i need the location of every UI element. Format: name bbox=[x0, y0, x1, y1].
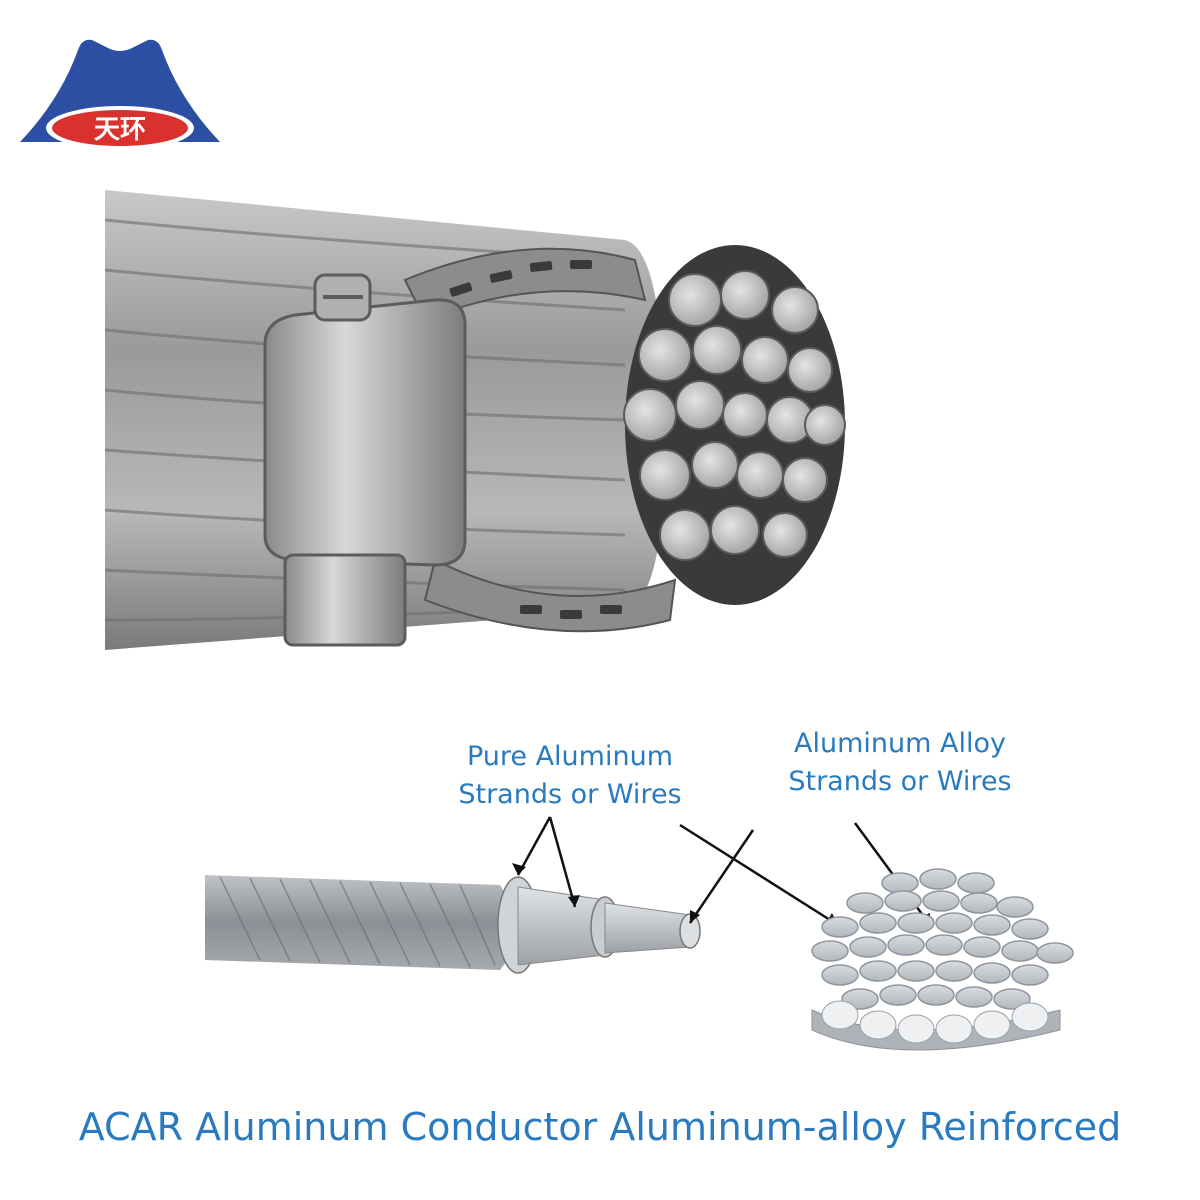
tianhuan-logo: 天环 bbox=[20, 39, 220, 150]
pure-aluminum-label-line1: Pure Aluminum bbox=[466, 741, 674, 772]
aluminum-alloy-label: Aluminum Alloy Strands or Wires bbox=[775, 725, 1025, 801]
aluminum-alloy-label-line2: Strands or Wires bbox=[788, 766, 1012, 797]
cable-clamp-photo bbox=[105, 180, 860, 655]
pure-aluminum-label: Pure Aluminum Strands or Wires bbox=[445, 738, 695, 814]
logo-text: 天环 bbox=[94, 115, 146, 145]
acar-structure-diagram bbox=[205, 816, 1074, 1051]
caption-title: ACAR Aluminum Conductor Aluminum-alloy R… bbox=[78, 1105, 1122, 1149]
aluminum-alloy-label-line1: Aluminum Alloy bbox=[794, 728, 1006, 759]
pure-aluminum-label-line2: Strands or Wires bbox=[458, 779, 682, 810]
